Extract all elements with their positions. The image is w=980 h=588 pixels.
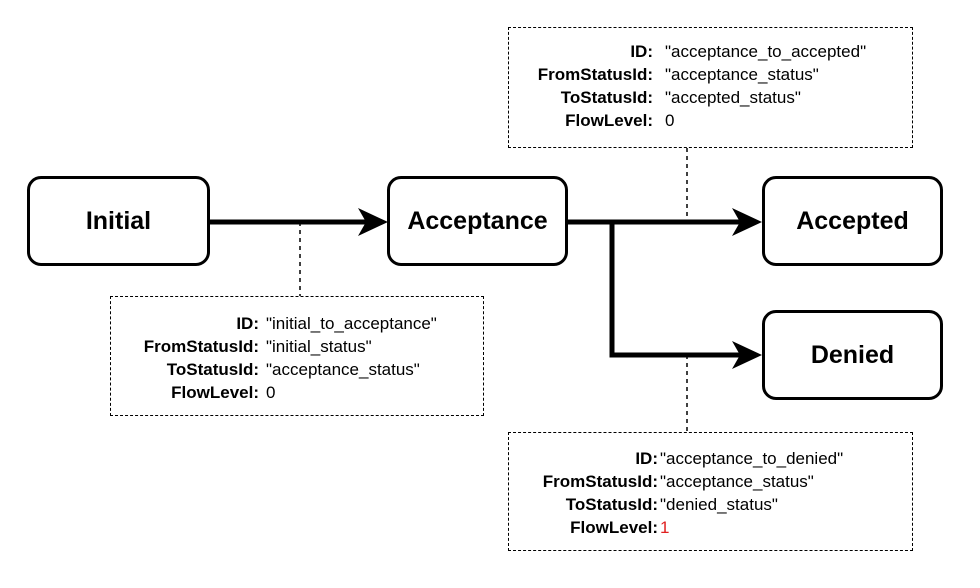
note-key: ID:: [236, 314, 259, 333]
note-row-from: FromStatusId: "acceptance_status": [509, 64, 912, 86]
note-key: FromStatusId:: [537, 65, 653, 84]
note-key: ToStatusId:: [560, 88, 653, 107]
note-value: "acceptance_status": [665, 65, 819, 84]
note-value: "acceptance_to_accepted": [665, 42, 867, 61]
note-key: FlowLevel:: [171, 383, 259, 402]
node-initial: Initial: [27, 176, 210, 266]
note-row-to: ToStatusId: "acceptance_status": [111, 359, 483, 381]
arrowhead-acceptance: [358, 208, 388, 236]
note-acceptance-to-accepted: ID: "acceptance_to_accepted" FromStatusI…: [508, 27, 913, 148]
arrowhead-accepted: [732, 208, 762, 236]
note-value: "acceptance_status": [266, 360, 420, 379]
note-value: "acceptance_status": [660, 472, 814, 491]
note-row-flowlevel: FlowLevel: 0: [111, 382, 483, 404]
note-row-from: FromStatusId: "initial_status": [111, 336, 483, 358]
note-key: ID:: [630, 42, 653, 61]
note-row-id: ID: "initial_to_acceptance": [111, 313, 483, 335]
note-value: "accepted_status": [665, 88, 801, 107]
note-value: 0: [665, 111, 675, 130]
note-row-flowlevel: FlowLevel: 1: [509, 517, 912, 539]
note-initial-to-acceptance: ID: "initial_to_acceptance" FromStatusId…: [110, 296, 484, 416]
note-value: "acceptance_to_denied": [660, 449, 844, 468]
note-row-from: FromStatusId: "acceptance_status": [509, 471, 912, 493]
note-key: FlowLevel:: [565, 111, 653, 130]
note-key: ID:: [635, 449, 658, 468]
note-row-id: ID: "acceptance_to_accepted": [509, 41, 912, 63]
node-denied: Denied: [762, 310, 943, 400]
note-key: ToStatusId:: [565, 495, 658, 514]
note-value: "initial_to_acceptance": [266, 314, 437, 333]
note-row-to: ToStatusId: "denied_status": [509, 494, 912, 516]
note-key: FromStatusId:: [542, 472, 658, 491]
note-acceptance-to-denied: ID: "acceptance_to_denied" FromStatusId:…: [508, 432, 913, 551]
note-key: FromStatusId:: [143, 337, 259, 356]
note-value: 0: [266, 383, 276, 402]
note-row-flowlevel: FlowLevel: 0: [509, 110, 912, 132]
note-value: "denied_status": [660, 495, 778, 514]
note-key: ToStatusId:: [166, 360, 259, 379]
edge-acceptance-to-denied: [568, 219, 742, 358]
node-accepted: Accepted: [762, 176, 943, 266]
note-row-to: ToStatusId: "accepted_status": [509, 87, 912, 109]
note-value-highlighted: 1: [660, 518, 670, 537]
arrowhead-denied: [732, 341, 762, 369]
node-acceptance: Acceptance: [387, 176, 568, 266]
note-value: "initial_status": [266, 337, 372, 356]
note-row-id: ID: "acceptance_to_denied": [509, 448, 912, 470]
note-key: FlowLevel:: [570, 518, 658, 537]
